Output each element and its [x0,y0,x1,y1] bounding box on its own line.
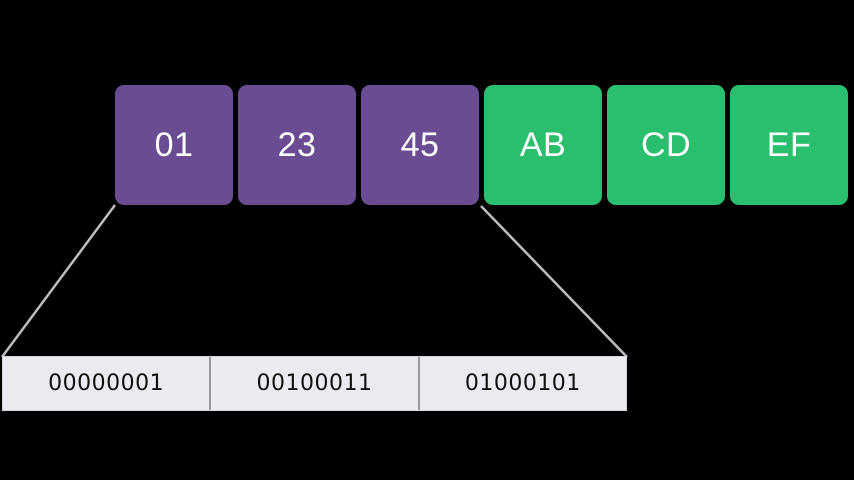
binary-cell-0: 00000001 [3,357,209,410]
binary-cell-bits: 01000101 [464,370,581,396]
byte-box-0[interactable]: 01 [115,85,233,205]
byte-box-label: AB [519,126,567,164]
byte-box-label: CD [640,126,692,164]
byte-box-label: EF [766,126,812,164]
byte-box-4[interactable]: CD [607,85,725,205]
byte-box-label: 23 [277,126,317,164]
left-connector-line [0,204,117,358]
byte-box-2[interactable]: 45 [361,85,479,205]
binary-cell-bits: 00100011 [256,370,373,396]
byte-box-label: 01 [154,126,194,164]
byte-box-label: 45 [400,126,440,164]
binary-cell-1: 00100011 [209,357,417,410]
binary-expansion-strip: 00000001 00100011 01000101 [2,356,627,411]
byte-box-5[interactable]: EF [730,85,848,205]
binary-cell-2: 01000101 [417,357,626,410]
binary-cell-bits: 00000001 [48,370,165,396]
byte-box-3[interactable]: AB [484,85,602,205]
byte-box-row: 01 23 45 AB CD EF [115,85,848,205]
right-connector-line [480,205,628,358]
byte-box-1[interactable]: 23 [238,85,356,205]
